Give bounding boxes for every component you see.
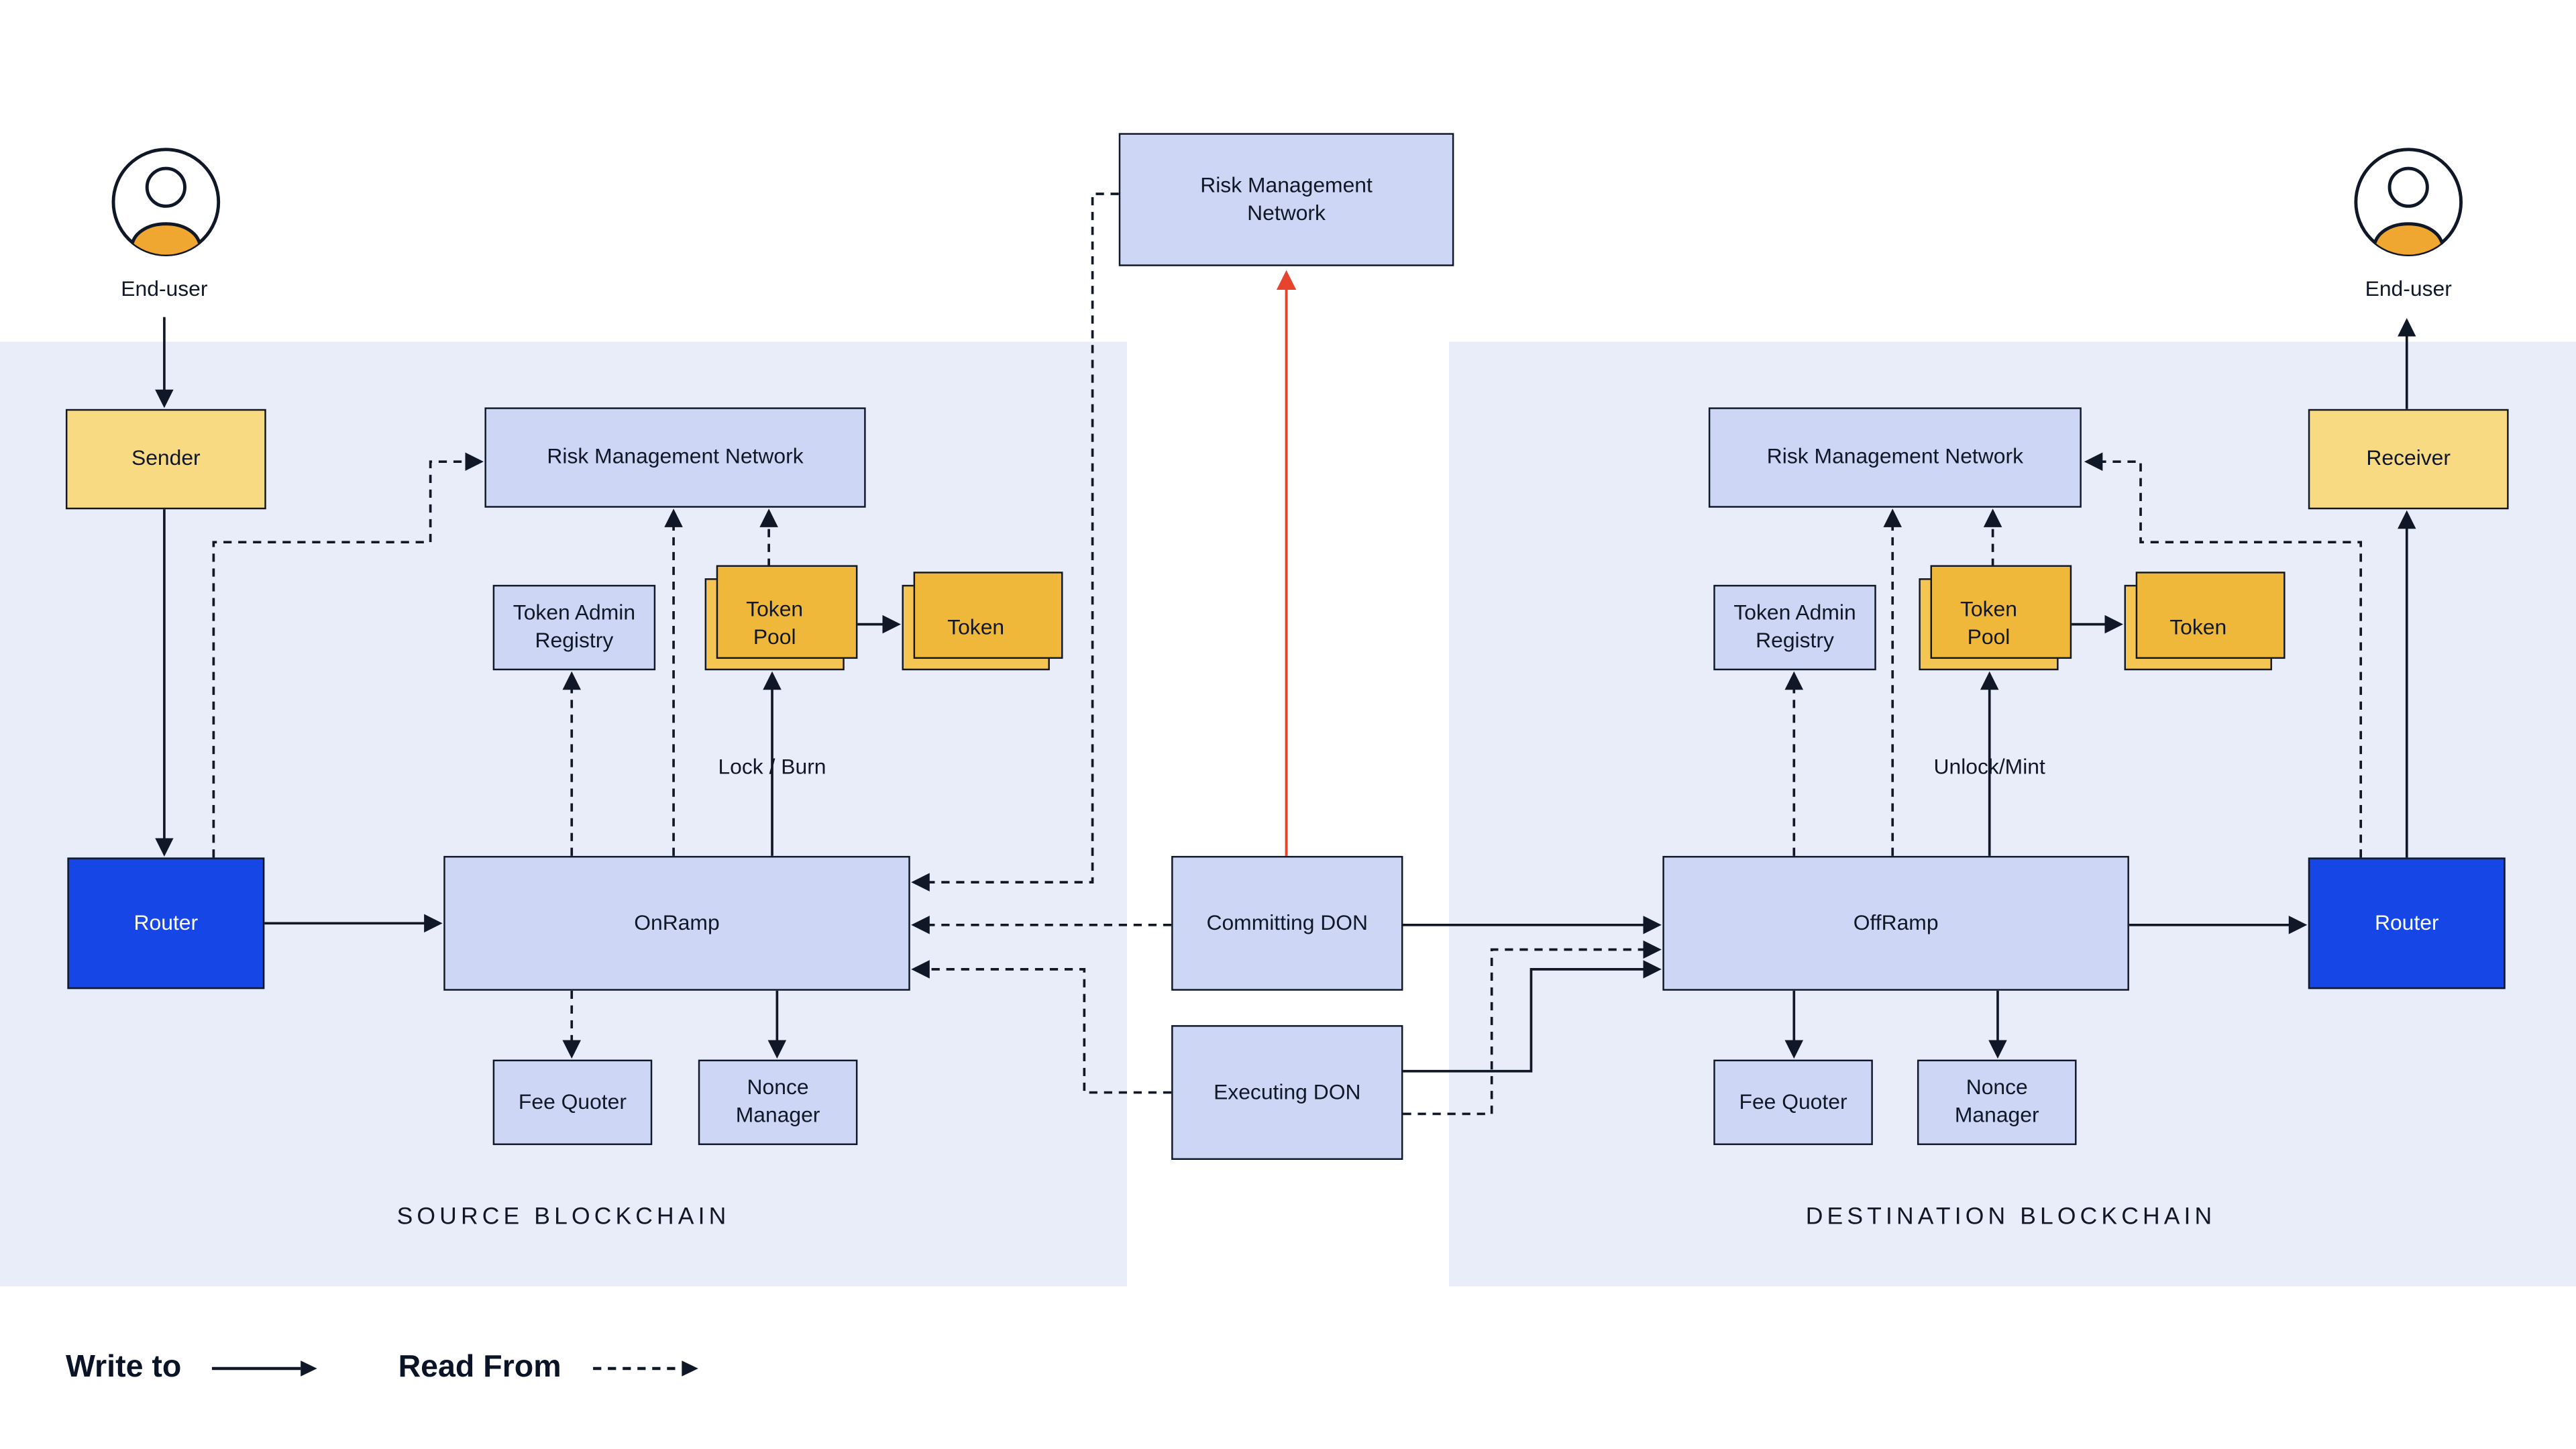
executing-don-box: Executing DON	[1171, 1025, 1403, 1160]
arrow-executing-don-to-offramp	[1403, 960, 1662, 1073]
token-pool-box-source: Token Pool	[704, 565, 858, 671]
end-user-label-destination: End-user	[2365, 276, 2452, 301]
legend: Write to Read From	[66, 1344, 778, 1393]
rmn-box-destination: Risk Management Network	[1708, 407, 2082, 508]
arrow-rmn-center-to-onramp-read	[911, 193, 1119, 892]
rmn-box-center: Risk Management Network	[1118, 133, 1454, 266]
token-box-source: Token	[902, 572, 1063, 671]
end-user-label-source: End-user	[121, 276, 208, 301]
end-user-icon	[111, 148, 221, 257]
unlock-mint-label: Unlock/Mint	[1933, 754, 2045, 779]
token-admin-registry-box-source: Token Admin Registry	[492, 584, 656, 671]
receiver-box: Receiver	[2308, 409, 2509, 510]
token-pool-box-destination: Token Pool	[1919, 565, 2072, 671]
read-from-arrow-icon	[592, 1360, 698, 1377]
arrow-router-to-rmn-destination-read	[2084, 452, 2363, 858]
sender-box: Sender	[65, 409, 266, 510]
lock-burn-label: Lock / Burn	[718, 754, 826, 779]
rmn-box-source: Risk Management Network	[484, 407, 866, 508]
onramp-box: OnRamp	[443, 855, 910, 991]
end-user-icon	[2354, 148, 2463, 257]
token-box-destination: Token	[2124, 572, 2286, 671]
write-to-arrow-icon	[212, 1360, 318, 1377]
router-box-source: Router	[67, 857, 265, 989]
source-blockchain-label: SOURCE BLOCKCHAIN	[396, 1204, 731, 1231]
arrow-executing-don-to-onramp-read	[911, 960, 1172, 1094]
nonce-manager-box-source: Nonce Manager	[698, 1059, 858, 1145]
nonce-manager-box-destination: Nonce Manager	[1917, 1059, 2077, 1145]
arrow-executing-don-to-offramp-read	[1403, 940, 1662, 1116]
committing-don-box: Committing DON	[1171, 855, 1403, 991]
fee-quoter-box-destination: Fee Quoter	[1713, 1059, 1873, 1145]
legend-write-to-label: Write to	[65, 1350, 182, 1385]
token-admin-registry-box-destination: Token Admin Registry	[1713, 584, 1876, 671]
legend-read-from-label: Read From	[398, 1350, 561, 1385]
offramp-box: OffRamp	[1662, 855, 2129, 991]
arrow-router-to-rmn-source-read	[212, 452, 484, 858]
router-box-destination: Router	[2308, 857, 2506, 989]
fee-quoter-box-source: Fee Quoter	[492, 1059, 653, 1145]
destination-blockchain-label: DESTINATION BLOCKCHAIN	[1805, 1204, 2216, 1231]
